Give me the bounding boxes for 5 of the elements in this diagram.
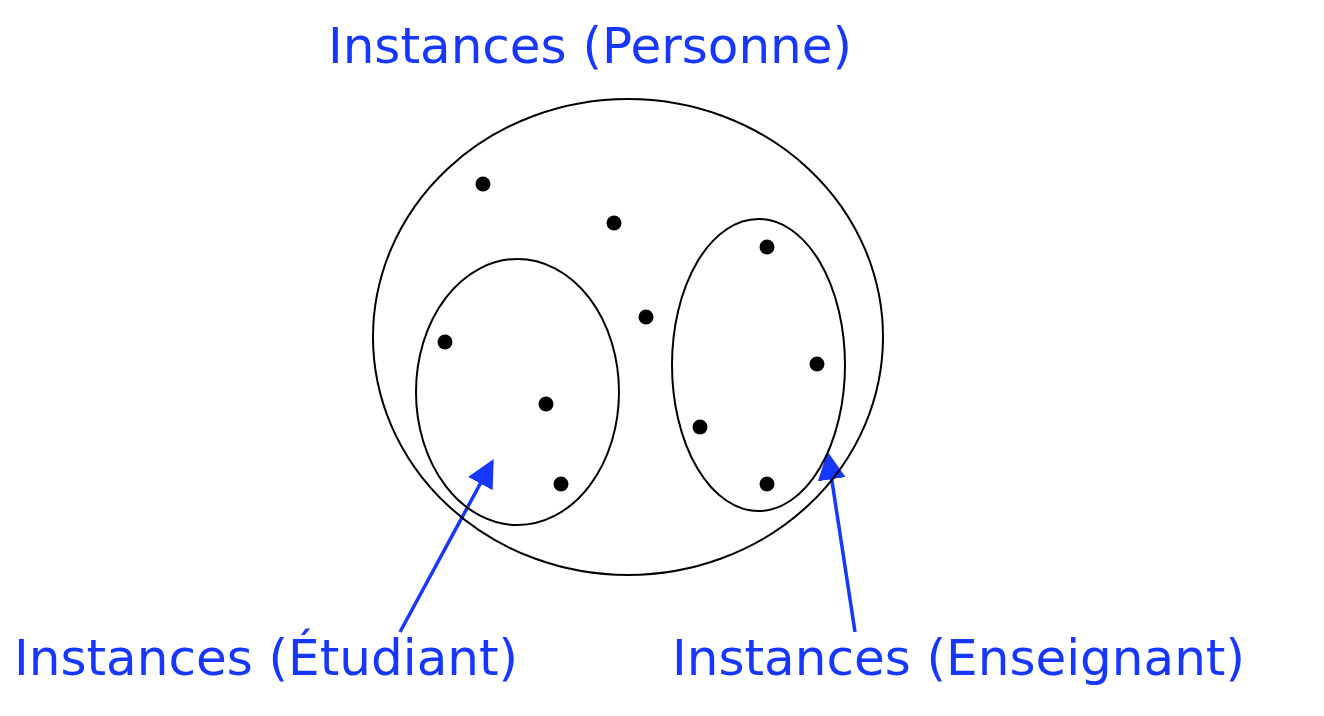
set-heading: Instances (Personne) (326, 16, 854, 76)
set-label: Instances (Enseignant) (672, 628, 1245, 688)
arrow (817, 451, 857, 633)
set-label: Instances (Étudiant) (14, 628, 519, 688)
arrow (398, 458, 494, 633)
